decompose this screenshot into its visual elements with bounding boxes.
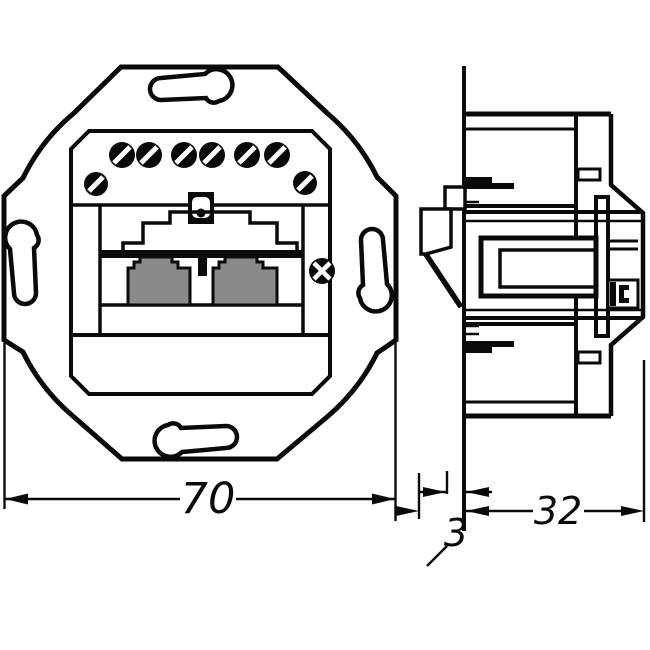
claw-tip — [443, 185, 467, 211]
front-cover-outline — [608, 114, 646, 416]
plug-guide-outline — [121, 210, 299, 252]
dimension-3: 3 — [396, 487, 492, 567]
contact-bar — [100, 250, 303, 258]
arrowhead-right-icon — [423, 487, 446, 497]
jack-opening-detail — [606, 239, 640, 310]
housing-rib-top — [576, 167, 602, 182]
jack-divider — [198, 258, 207, 276]
dimension-32: 32 — [466, 489, 644, 533]
cable-clamp — [188, 192, 214, 224]
fixing-claw — [419, 185, 467, 309]
rj45-jack-left — [126, 255, 192, 307]
rj45-jack-right — [211, 255, 279, 307]
leader-line — [426, 545, 448, 567]
slotted-screw-icon — [109, 142, 135, 168]
slotted-screw-icon — [199, 142, 225, 168]
slotted-screw-icon — [136, 142, 162, 168]
housing-rib-bottom — [576, 350, 602, 365]
mounting-slot-top — [147, 66, 235, 105]
claw-channel-top — [464, 177, 514, 189]
front-view — [1, 64, 399, 462]
arrowhead-left-icon — [5, 493, 28, 505]
mounting-slot-right — [356, 226, 395, 314]
arrowhead-left-icon — [466, 506, 489, 516]
dimension-70: 70 — [5, 474, 395, 524]
slotted-screw-icon — [234, 142, 260, 168]
dim-label-3: 3 — [444, 511, 468, 555]
mounting-slot-left — [2, 219, 41, 307]
dim-label-70: 70 — [181, 474, 236, 524]
dim-label-32: 32 — [534, 489, 582, 533]
slotted-screw-icon — [171, 142, 197, 168]
arrowhead-right-icon — [621, 506, 644, 516]
arrowhead-left-icon — [466, 487, 489, 497]
claw-channel-bottom — [464, 341, 514, 353]
terminal-screws-row — [109, 142, 290, 168]
arrowhead-right-icon — [396, 506, 419, 516]
slotted-screw-icon — [264, 142, 290, 168]
mounting-slot-bottom — [152, 421, 240, 460]
side-view — [419, 66, 646, 531]
claw-arm — [422, 251, 464, 309]
dimensions: 70 3 32 — [3, 343, 646, 567]
jack-cavity-inner — [498, 248, 596, 289]
slotted-screw-icon — [84, 172, 108, 196]
arrowhead-right-icon — [372, 493, 395, 505]
claw-body — [419, 207, 453, 256]
slotted-screw-icon — [293, 171, 317, 195]
cross-screw-icon — [309, 258, 335, 284]
